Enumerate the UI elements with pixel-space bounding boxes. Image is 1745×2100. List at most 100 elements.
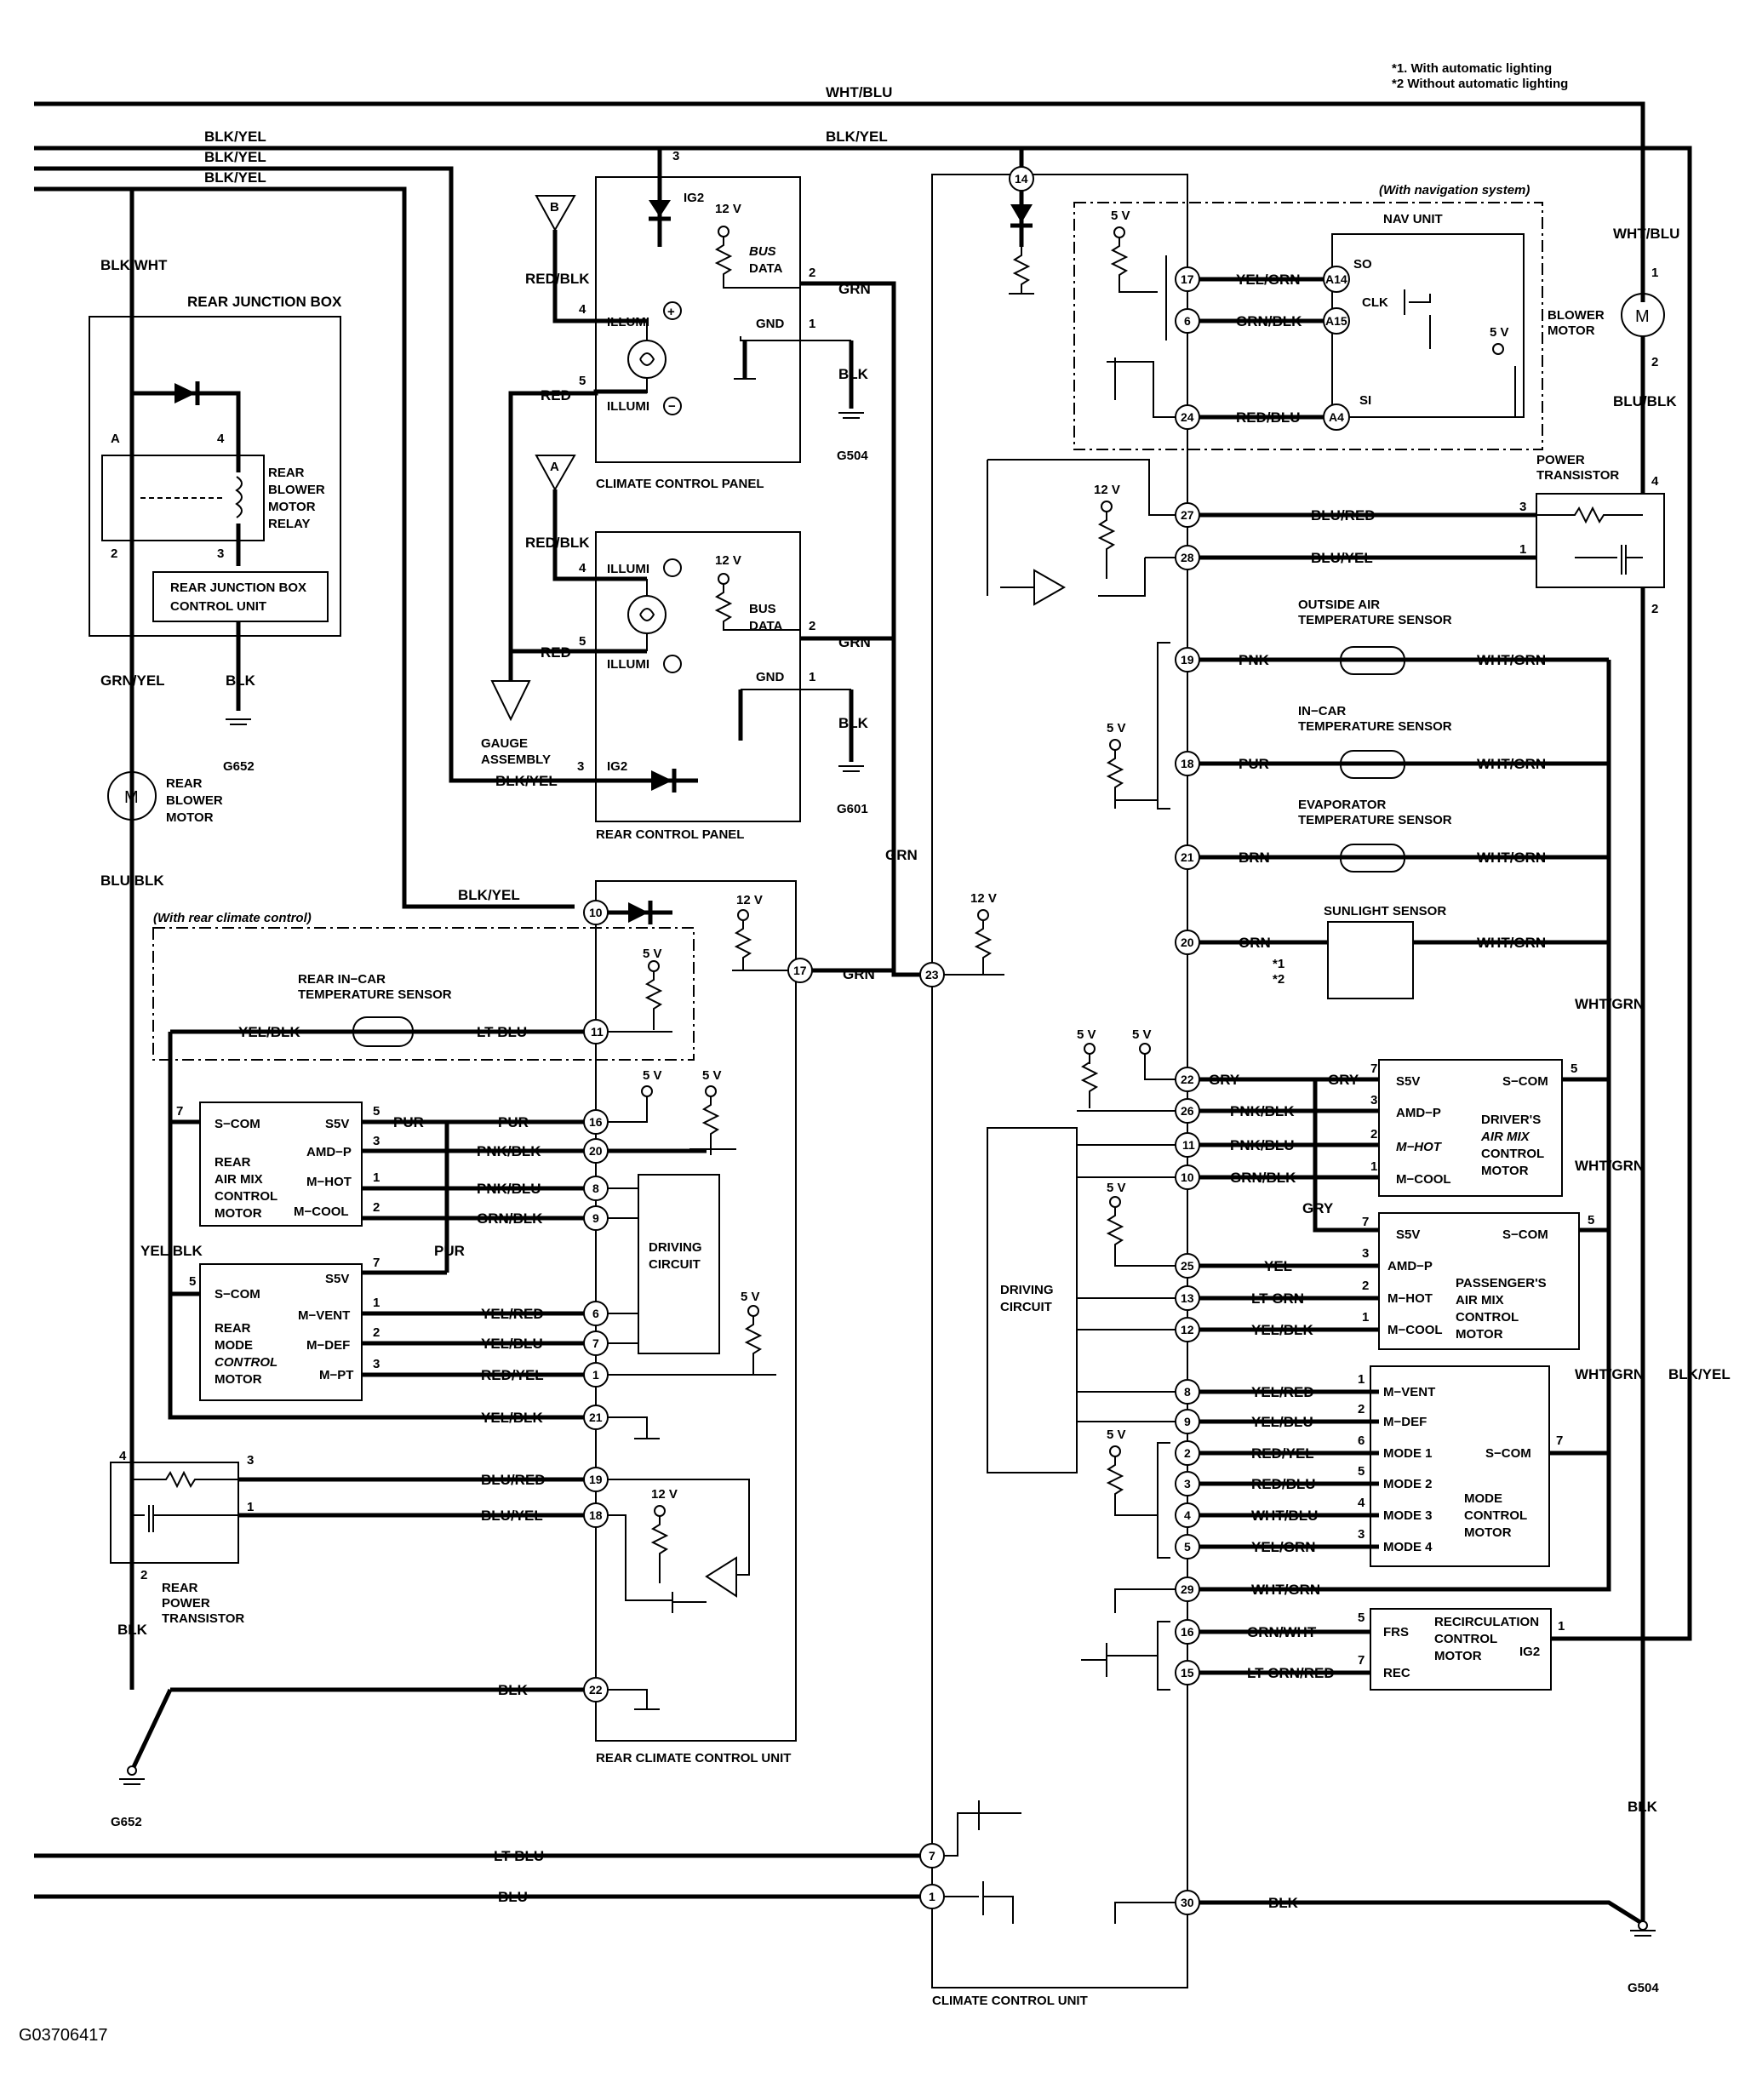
rear-driving-label-2: CIRCUIT — [649, 1257, 701, 1272]
label-pur-2: PUR — [498, 1114, 529, 1130]
nav-so: SO — [1353, 257, 1372, 272]
svg-text:1: 1 — [247, 1500, 254, 1514]
label-wht-blu-right: WHT/BLU — [1613, 226, 1679, 242]
svg-text:3: 3 — [373, 1134, 380, 1148]
ig2-diode-icon-1 — [649, 200, 671, 217]
wire-wht-blu-top — [34, 101, 1645, 302]
in-car-label-1: IN−CAR — [1298, 704, 1346, 718]
recirc-label-2: CONTROL — [1434, 1632, 1497, 1646]
ccp-pin1: 1 — [809, 317, 815, 331]
svg-text:21: 21 — [589, 1410, 603, 1424]
rear-ccu-diode-icon — [628, 902, 649, 923]
ccu-5v-driver-b: 5 V — [1132, 1027, 1152, 1042]
label-yel-grn-nav: YEL/GRN — [1236, 272, 1301, 288]
rear-ccu-pin-1: 1 — [583, 1362, 609, 1388]
driver-scom: S−COM — [1502, 1074, 1548, 1089]
label-brn: BRN — [1239, 850, 1270, 866]
rear-airmix-mcool: M−COOL — [294, 1204, 349, 1219]
rear-ccu-pin-20: 20 — [583, 1138, 609, 1164]
svg-text:2: 2 — [1362, 1279, 1369, 1293]
label-blu-yel-rear: BLU/YEL — [481, 1508, 543, 1524]
label-red-yel-main: RED/YEL — [1251, 1445, 1314, 1462]
svg-text:9: 9 — [592, 1211, 599, 1225]
mode-label-1: MODE — [1464, 1491, 1502, 1506]
ccp-gnd: GND — [756, 317, 785, 331]
svg-text:10: 10 — [1181, 1170, 1194, 1184]
rear-airmix-label-3: CONTROL — [215, 1189, 277, 1204]
ccp-pin2: 2 — [809, 266, 815, 280]
label-blu-red-rear: BLU/RED — [481, 1472, 546, 1488]
rcp-ig2: IG2 — [607, 759, 627, 774]
relay-label-3: MOTOR — [268, 500, 316, 514]
ccu-pin-6: 6 — [1175, 308, 1200, 334]
passenger-airmix-motor — [1378, 1212, 1580, 1350]
rear-ccu-pin-11: 11 — [583, 1019, 609, 1044]
ccu-pin-27: 27 — [1175, 502, 1200, 528]
driver-airmix-motor — [1378, 1059, 1563, 1197]
label-blk-30: BLK — [1268, 1895, 1299, 1911]
svg-text:7: 7 — [929, 1849, 935, 1863]
nav-pin-a4: A4 — [1323, 403, 1350, 431]
svg-text:11: 11 — [591, 1025, 604, 1039]
gauge-label-2: ASSEMBLY — [481, 752, 551, 767]
rear-airmix-label-4: MOTOR — [215, 1206, 262, 1221]
svg-text:3: 3 — [1184, 1477, 1191, 1491]
outside-air-label-2: TEMPERATURE SENSOR — [1298, 613, 1452, 627]
rcp-12v: 12 V — [715, 553, 741, 568]
with-rear-climate-box — [152, 927, 695, 1061]
label-yel-grn-main: YEL/GRN — [1251, 1539, 1316, 1555]
figure-id: G03706417 — [19, 2026, 108, 2045]
label-grn-rcp: GRN — [838, 634, 871, 650]
driver-label-4: MOTOR — [1481, 1164, 1529, 1178]
svg-text:3: 3 — [1370, 1093, 1377, 1107]
svg-text:3: 3 — [1358, 1527, 1365, 1542]
label-red-blu-main: RED/BLU — [1251, 1476, 1316, 1492]
svg-text:10: 10 — [589, 906, 603, 919]
rear-incar-label-1: REAR IN−CAR — [298, 972, 386, 987]
svg-text:30: 30 — [1181, 1896, 1194, 1909]
label-red-2: RED — [541, 644, 571, 661]
svg-text:28: 28 — [1181, 551, 1194, 564]
climate-control-unit — [931, 174, 1188, 1988]
ccu-pin-10: 10 — [1175, 1164, 1200, 1190]
nav-si: SI — [1359, 393, 1371, 408]
label-grn-blk-main: GRN/BLK — [1230, 1170, 1296, 1186]
rear-mode-mvent: M−VENT — [298, 1308, 350, 1323]
mode-control-motor — [1370, 1365, 1550, 1567]
connector-a-icon — [535, 455, 576, 492]
ground-g504-a: G504 — [837, 449, 868, 463]
rear-airmix-mhot: M−HOT — [306, 1175, 352, 1189]
driver-label-3: CONTROL — [1481, 1147, 1544, 1161]
svg-text:25: 25 — [1181, 1259, 1194, 1273]
label-pnk: PNK — [1239, 652, 1270, 668]
label-lt-blu-incar: LT BLU — [477, 1024, 527, 1040]
svg-text:+: + — [667, 305, 675, 319]
svg-text:A14: A14 — [1325, 272, 1347, 286]
label-wht-blu: WHT/BLU — [826, 84, 892, 100]
svg-text:17: 17 — [1181, 272, 1194, 286]
svg-text:21: 21 — [1181, 850, 1194, 864]
svg-text:7: 7 — [1370, 1061, 1377, 1076]
nav-system-box — [1073, 202, 1543, 450]
svg-text:12: 12 — [1181, 1323, 1194, 1336]
label-red-blu-nav: RED/BLU — [1236, 409, 1301, 426]
relay-coil-icon — [235, 476, 243, 518]
label-wht-grn-sun: WHT/GRN — [1477, 935, 1546, 951]
label-gry-3: GRY — [1302, 1200, 1334, 1216]
rear-junction-box-title: REAR JUNCTION BOX — [187, 294, 342, 310]
label-wht-grn-ic: WHT/GRN — [1477, 756, 1546, 772]
label-lt-blu-bottom: LT BLU — [494, 1848, 544, 1864]
pass-scom: S−COM — [1502, 1227, 1548, 1242]
driver-mhot: M−HOT — [1396, 1140, 1443, 1154]
svg-text:1: 1 — [373, 1296, 380, 1310]
ccp-pin5: 5 — [579, 374, 586, 388]
ccu-5v-mode: 5 V — [1107, 1428, 1126, 1442]
ccp-bulb-icon — [627, 340, 667, 379]
recirc-label-3: MOTOR — [1434, 1649, 1482, 1663]
rear-ccu-title: REAR CLIMATE CONTROL UNIT — [596, 1751, 791, 1765]
ground-g652-a: G652 — [223, 759, 255, 774]
svg-text:8: 8 — [1184, 1385, 1191, 1399]
connector-b-icon — [535, 195, 576, 232]
rear-ccu-12v: 12 V — [736, 893, 763, 907]
